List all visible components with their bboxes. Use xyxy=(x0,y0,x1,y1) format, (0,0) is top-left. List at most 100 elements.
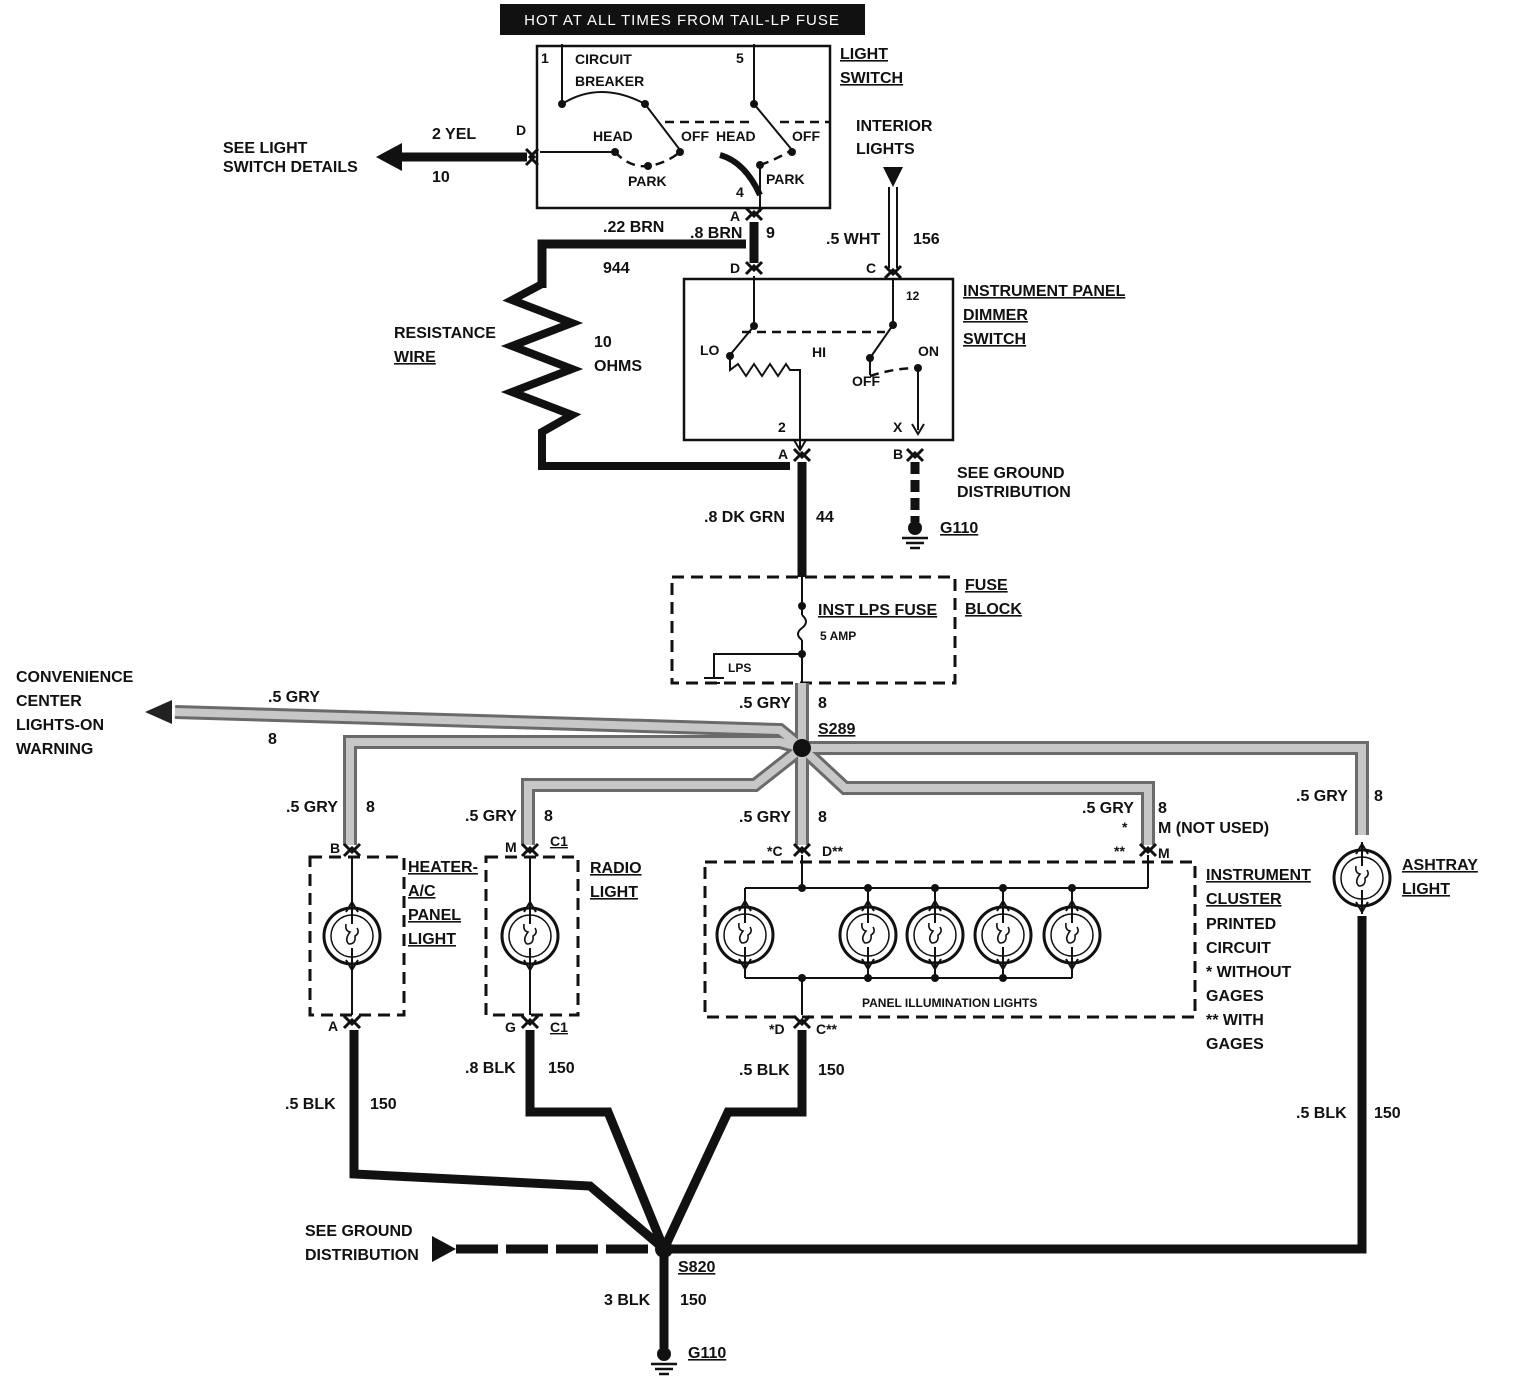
interior-pin-12: 12 xyxy=(906,289,920,303)
heater-title-4: LIGHT xyxy=(408,931,456,948)
ls-breaker-1: CIRCUIT xyxy=(575,51,632,67)
cluster-pin-top-c: *C xyxy=(767,843,783,859)
brn-9-circuit: 9 xyxy=(766,225,775,242)
see-light-switch: SEE LIGHT SWITCH DETAILS 2 YEL 10 xyxy=(223,126,540,186)
ls-title-2: SWITCH xyxy=(840,70,903,87)
radio-pin-g: G xyxy=(505,1019,516,1035)
fuse-lps: LPS xyxy=(728,661,751,675)
heater-gnd-circuit: 150 xyxy=(370,1096,397,1113)
radio-wire: .5 GRY xyxy=(465,808,517,825)
ls-head-right: HEAD xyxy=(716,128,756,144)
heater-gnd-wire: .5 BLK xyxy=(285,1096,336,1113)
ground-wires xyxy=(349,916,1367,1376)
ground-bottom-g110: G110 xyxy=(688,1345,726,1362)
cluster-title-8: GAGES xyxy=(1206,1036,1264,1053)
green-wire-label: .8 DK GRN xyxy=(704,509,785,526)
ashtray-title-1: ASHTRAY xyxy=(1402,857,1478,874)
fuse-name: INST LPS FUSE xyxy=(818,602,937,619)
radio-pin-m: M xyxy=(505,839,517,855)
cluster-pin-top-d: D** xyxy=(822,843,844,859)
brown-wires: .22 BRN 944 .8 BRN 9 D xyxy=(537,206,775,325)
splice-top-name: S289 xyxy=(818,721,855,738)
ls-pin-4: 4 xyxy=(736,184,744,200)
brn-944-circuit: 944 xyxy=(603,260,630,277)
cluster-title-4: CIRCUIT xyxy=(1206,940,1271,957)
banner-text: HOT AT ALL TIMES FROM TAIL-LP FUSE xyxy=(524,12,840,29)
resistance-label-1: RESISTANCE xyxy=(394,325,496,342)
conv-line3: LIGHTS-ON xyxy=(16,717,104,734)
cluster-wire-right: .5 GRY xyxy=(1082,800,1134,817)
fuse-title-1: FUSE xyxy=(965,577,1008,594)
cluster-title-1: INSTRUMENT xyxy=(1206,867,1311,884)
ashtray-wire: .5 GRY xyxy=(1296,788,1348,805)
cluster-title-7: ** WITH xyxy=(1206,1012,1264,1029)
cluster-wire: .5 GRY xyxy=(739,809,791,826)
cluster-title-3: PRINTED xyxy=(1206,916,1276,933)
green-wire-circuit: 44 xyxy=(816,509,834,526)
ashtray-title-2: LIGHT xyxy=(1402,881,1450,898)
see-ls-line2: SWITCH DETAILS xyxy=(223,159,358,176)
fuse-title-2: BLOCK xyxy=(965,601,1022,618)
ground-bottom: SEE GROUND DISTRIBUTION S820 3 BLK 150 G… xyxy=(305,1223,726,1362)
radio-gnd-wire: .8 BLK xyxy=(465,1060,516,1077)
dimmer-pin-x: X xyxy=(893,419,903,435)
cluster-pin-m: M xyxy=(1158,845,1170,861)
ls-pin-d: D xyxy=(516,122,526,138)
cluster-dstar: ** xyxy=(1114,843,1125,859)
conv-circuit: 8 xyxy=(268,731,277,748)
dimmer-pin-2: 2 xyxy=(778,419,786,435)
resistance-label-2: WIRE xyxy=(394,349,436,366)
dimmer-on: ON xyxy=(918,343,939,359)
ls-title-1: LIGHT xyxy=(840,46,888,63)
cluster-gnd-wire: .5 BLK xyxy=(739,1062,790,1079)
heater-pin-b: B xyxy=(330,840,340,856)
banner: HOT AT ALL TIMES FROM TAIL-LP FUSE xyxy=(500,4,865,35)
see-ls-line1: SEE LIGHT xyxy=(223,140,308,157)
radio-conn-top: C1 xyxy=(550,833,568,849)
dimmer-hi: HI xyxy=(812,344,826,360)
ashtray-light: .5 GRY 8 ASHTRAY LIGHT .5 BLK 150 xyxy=(1296,788,1478,1122)
conv-line4: WARNING xyxy=(16,741,93,758)
cluster-circuit-right: 8 xyxy=(1158,800,1167,817)
ls-off-left: OFF xyxy=(681,128,709,144)
dimmer-pin-b: B xyxy=(893,446,903,462)
splice-s289: .5 GRY 8 S289 xyxy=(739,695,855,738)
cluster-gnd-circuit: 150 xyxy=(818,1062,845,1079)
arrow-right-icon xyxy=(432,1236,456,1262)
heater-title-1: HEATER- xyxy=(408,859,478,876)
radio-title-2: LIGHT xyxy=(590,884,638,901)
interior-circuit: 156 xyxy=(913,231,940,248)
ls-pin-a: A xyxy=(730,208,740,224)
splice-top-wire: .5 GRY xyxy=(739,695,791,712)
ls-pin-1: 1 xyxy=(541,50,549,66)
ground-bottom-circuit: 150 xyxy=(680,1292,707,1309)
ground-bottom-line2: DISTRIBUTION xyxy=(305,1247,419,1264)
conv-line1: CONVENIENCE xyxy=(16,669,134,686)
ls-park-right: PARK xyxy=(766,171,805,187)
instrument-cluster: .5 GRY 8 *C D** .5 GRY 8 M (NOT USED) * … xyxy=(703,800,1311,1079)
conv-wire: .5 GRY xyxy=(268,689,320,706)
cluster-title-6: GAGES xyxy=(1206,988,1264,1005)
heater-wire: .5 GRY xyxy=(286,799,338,816)
fuse-block: INST LPS FUSE 5 AMP LPS FUSE BLOCK xyxy=(670,575,1022,690)
ls-pin-5: 5 xyxy=(736,50,744,66)
ground-top: SEE GROUND DISTRIBUTION G110 xyxy=(900,462,1071,550)
ls-head-left: HEAD xyxy=(593,128,633,144)
dimmer-switch: LO HI OFF ON 2 X A B INSTRUMENT PANEL DI… xyxy=(682,277,1126,463)
ground-top-line2: DISTRIBUTION xyxy=(957,484,1071,501)
interior-pin-c: C xyxy=(866,260,876,276)
interior-lights: INTERIOR LIGHTS .5 WHT 156 C 12 xyxy=(826,118,940,325)
cluster-pin-bot-d: *D xyxy=(769,1021,785,1037)
dimmer-title-1: INSTRUMENT PANEL xyxy=(963,283,1126,300)
ls-park-left: PARK xyxy=(628,173,667,189)
splice-top-circuit: 8 xyxy=(818,695,827,712)
radio-circuit: 8 xyxy=(544,808,553,825)
interior-wire: .5 WHT xyxy=(826,231,880,248)
dimmer-pin-a: A xyxy=(778,446,788,462)
resistance-value-1: 10 xyxy=(594,334,612,351)
radio-title-1: RADIO xyxy=(590,860,642,877)
dimmer-title-2: DIMMER xyxy=(963,307,1028,324)
dimmer-off: OFF xyxy=(852,373,880,389)
ashtray-gnd-wire: .5 BLK xyxy=(1296,1105,1347,1122)
